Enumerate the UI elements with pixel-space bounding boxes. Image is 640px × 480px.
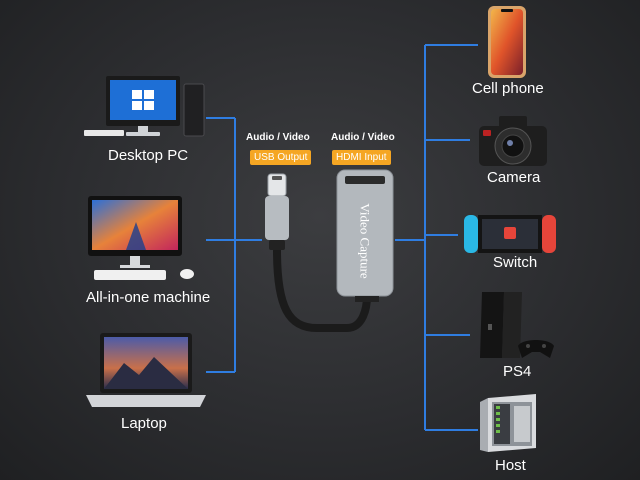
switch-icon <box>464 215 556 253</box>
video-capture-text: Video Capture <box>358 203 373 279</box>
desktop-pc-label: Desktop PC <box>108 147 189 164</box>
host-icon <box>480 394 536 452</box>
laptop-label: Laptop <box>121 415 167 432</box>
switch-label: Switch <box>493 254 538 271</box>
laptop-icon <box>86 333 206 407</box>
ps4-label: PS4 <box>503 363 532 380</box>
cell-phone-icon <box>488 6 526 78</box>
usb-output-badge: USB Output <box>250 150 312 165</box>
camera-label: Camera <box>487 169 541 186</box>
cell-phone-label: Cell phone <box>472 80 544 97</box>
camera-icon <box>479 116 547 166</box>
hdmi-header: Audio / Video <box>331 132 395 143</box>
desktop-pc-icon <box>84 76 205 137</box>
hdmi-input-badge: HDMI Input <box>332 150 391 165</box>
all-in-one-label: All-in-one machine <box>86 289 211 306</box>
usb-header: Audio / Video <box>246 132 310 143</box>
ps4-icon <box>480 292 554 358</box>
adapter-cable <box>265 169 394 332</box>
all-in-one-icon <box>88 196 194 280</box>
host-label: Host <box>495 457 526 474</box>
adapter-text-box: Video Capture <box>350 196 380 286</box>
